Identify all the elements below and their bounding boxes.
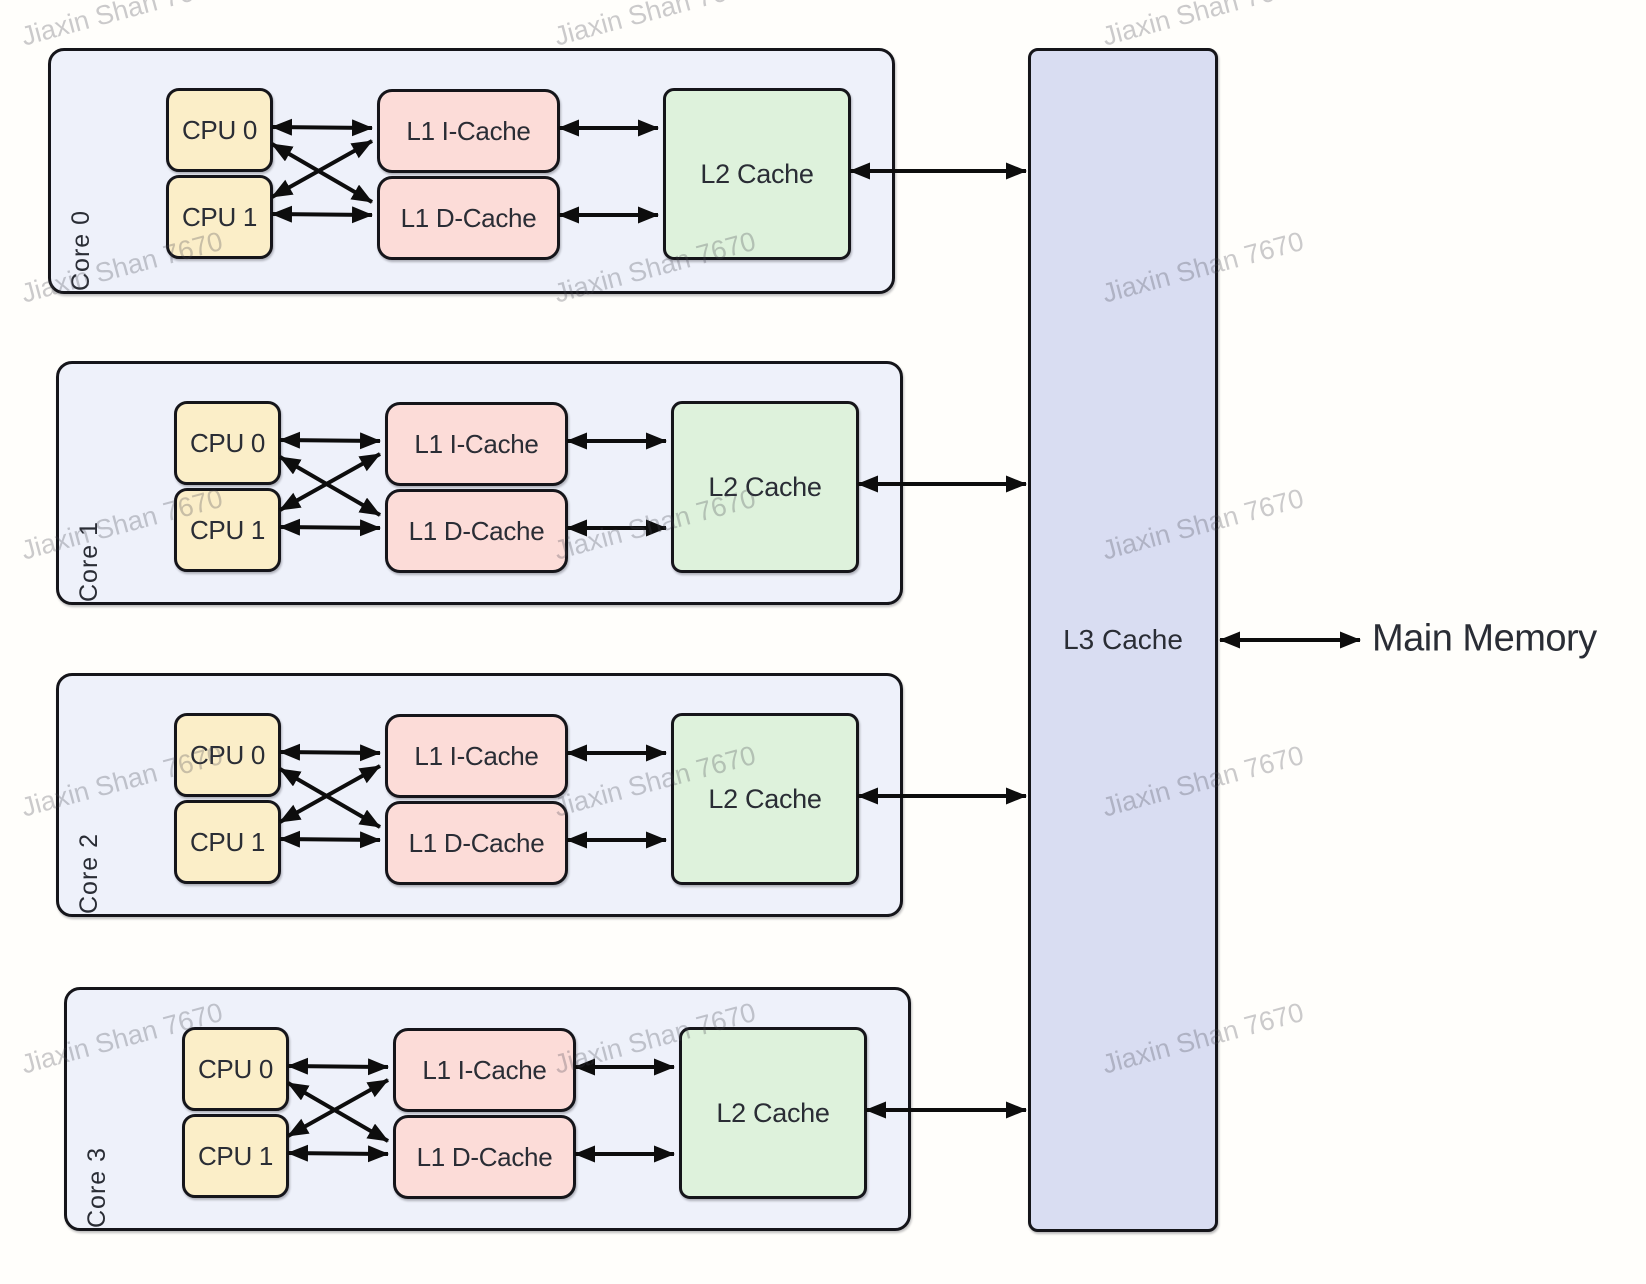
core-0-cpu-1-box: CPU 1	[166, 175, 273, 259]
core-3-label: Core 3	[83, 1146, 111, 1228]
core-0-cpu-0-box: CPU 0	[166, 88, 273, 172]
watermark-text: Jiaxin Shan 7670	[550, 0, 759, 52]
core-3-cpu-0-box: CPU 0	[182, 1027, 289, 1111]
core-1-cpu-0-box: CPU 0	[174, 401, 281, 485]
core-3-l2-cache-box: L2 Cache	[679, 1027, 867, 1199]
core-3-cpu-1-box: CPU 1	[182, 1114, 289, 1198]
core-3-block: Core 3 CPU 0 CPU 1 L1 I-Cache L1 D-Cache…	[64, 987, 911, 1231]
core-1-cpu-1-box: CPU 1	[174, 488, 281, 572]
core-2-l2-cache-box: L2 Cache	[671, 713, 859, 885]
core-1-l1-icache-box: L1 I-Cache	[385, 402, 568, 486]
watermark-text: Jiaxin Shan 7670	[17, 0, 226, 52]
core-3-l1-dcache-box: L1 D-Cache	[393, 1115, 576, 1199]
core-0-label: Core 0	[67, 209, 95, 291]
main-memory-label: Main Memory	[1372, 617, 1597, 660]
core-0-l2-cache-box: L2 Cache	[663, 88, 851, 260]
core-1-l2-cache-box: L2 Cache	[671, 401, 859, 573]
core-2-block: Core 2 CPU 0 CPU 1 L1 I-Cache L1 D-Cache…	[56, 673, 903, 917]
core-2-l1-icache-box: L1 I-Cache	[385, 714, 568, 798]
core-2-label: Core 2	[75, 832, 103, 914]
core-3-l1-icache-box: L1 I-Cache	[393, 1028, 576, 1112]
core-2-cpu-1-box: CPU 1	[174, 800, 281, 884]
core-0-l1-dcache-box: L1 D-Cache	[377, 176, 560, 260]
core-1-l1-dcache-box: L1 D-Cache	[385, 489, 568, 573]
core-1-label: Core 1	[75, 520, 103, 602]
core-2-l1-dcache-box: L1 D-Cache	[385, 801, 568, 885]
core-0-block: Core 0 CPU 0 CPU 1 L1 I-Cache L1 D-Cache…	[48, 48, 895, 294]
core-1-block: Core 1 CPU 0 CPU 1 L1 I-Cache L1 D-Cache…	[56, 361, 903, 605]
core-2-cpu-0-box: CPU 0	[174, 713, 281, 797]
core-0-l1-icache-box: L1 I-Cache	[377, 89, 560, 173]
watermark-text: Jiaxin Shan 7670	[1098, 0, 1307, 52]
l3-cache-box: L3 Cache	[1028, 48, 1218, 1232]
